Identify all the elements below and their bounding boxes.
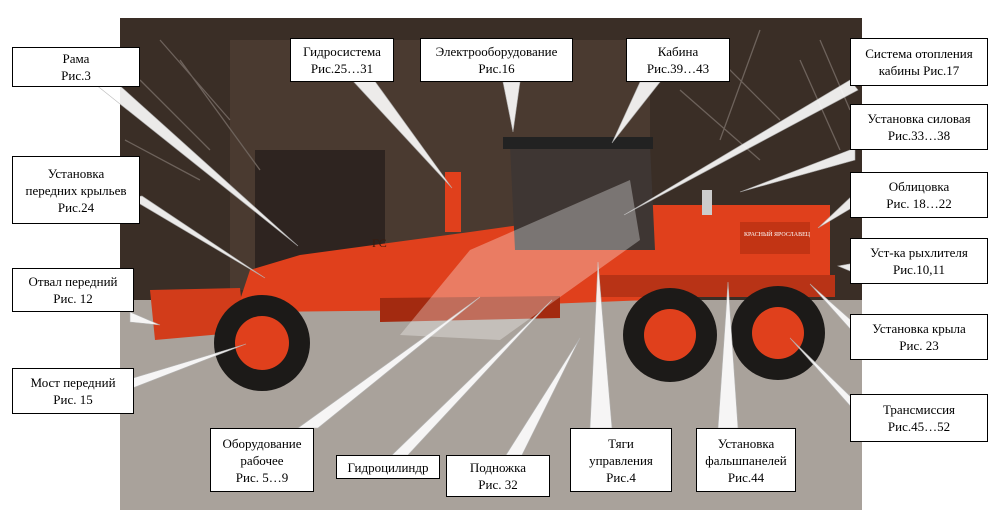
label-power-unit: Установка силовая Рис.33…38 — [850, 104, 988, 150]
label-hydraulic-system-line2: Рис.25…31 — [310, 61, 374, 76]
leader-cab — [611, 81, 661, 144]
label-control-rods-line2: управления — [589, 452, 653, 468]
label-footstep: Подножка Рис. 32 — [446, 455, 550, 497]
label-false-panels-line2: фальшпанелей — [705, 452, 787, 468]
label-cab: Кабина Рис.39…43 — [626, 38, 730, 82]
label-cab-heating: Система отопления кабины Рис.17 — [850, 38, 988, 86]
label-hydraulic-cylinder: Гидроцилиндр — [336, 455, 440, 479]
label-frame: Рама Рис.3 — [12, 47, 140, 87]
label-front-wings-line3: Рис.24 — [57, 199, 95, 215]
label-work-equipment-line2: рабочее — [240, 452, 284, 468]
label-front-axle-line1: Мост передний — [30, 375, 116, 390]
label-front-blade-line2: Рис. 12 — [53, 291, 93, 306]
label-transmission: Трансмиссия Рис.45…52 — [850, 394, 988, 442]
label-electrical-line2: Рис.16 — [478, 61, 515, 76]
label-cab-line1: Кабина — [657, 44, 699, 59]
frame-marking: ГС — [372, 236, 387, 250]
label-work-equipment-line3: Рис. 5…9 — [235, 469, 289, 485]
moldboard — [380, 296, 560, 322]
label-electrical-line1: Электрооборудование — [435, 44, 558, 59]
exhaust-pipe — [702, 190, 712, 215]
front-wheel-rim — [235, 316, 289, 370]
label-footstep-line2: Рис. 32 — [478, 477, 518, 492]
label-power-unit-line2: Рис.33…38 — [887, 128, 951, 143]
label-control-rods: Тяги управления Рис.4 — [570, 428, 672, 492]
leader-electrical — [502, 81, 521, 133]
cab-badge-plate — [740, 222, 810, 254]
label-work-equipment-line1: Оборудование — [222, 435, 302, 451]
label-false-panels-line3: Рис.44 — [727, 469, 765, 485]
leader-lines — [94, 79, 859, 456]
label-ripper: Уст-ка рыхлителя Рис.10,11 — [850, 238, 988, 284]
label-front-blade: Отвал передний Рис. 12 — [12, 268, 134, 312]
label-cladding-line1: Облицовка — [888, 179, 950, 194]
label-front-wings-line1: Установка — [47, 165, 105, 181]
label-front-blade-line1: Отвал передний — [28, 274, 118, 289]
label-frame-line2: Рис.3 — [61, 68, 91, 83]
label-cladding-line2: Рис. 18…22 — [886, 196, 952, 211]
rear-wheel-2-rim — [752, 307, 804, 359]
label-power-unit-line1: Установка силовая — [867, 111, 971, 126]
label-hydraulic-cylinder-line1: Гидроцилиндр — [347, 459, 429, 475]
leader-power-unit — [739, 147, 856, 193]
label-transmission-line2: Рис.45…52 — [887, 419, 951, 434]
label-control-rods-line1: Тяги — [608, 435, 634, 451]
label-front-wings-line2: передних крыльев — [25, 182, 127, 198]
highlight-beam — [400, 180, 640, 340]
label-work-equipment: Оборудование рабочее Рис. 5…9 — [210, 428, 314, 492]
grader-machine: КРАСНЫЙ ЯРОСЛАВЕЦ ГС — [150, 137, 835, 391]
label-front-axle: Мост передний Рис. 15 — [12, 368, 134, 414]
cab-roof — [503, 137, 653, 149]
label-false-panels-line1: Установка — [717, 435, 775, 451]
label-cab-heating-line1: Система отопления — [865, 46, 973, 61]
label-cladding: Облицовка Рис. 18…22 — [850, 172, 988, 218]
label-electrical: Электрооборудование Рис.16 — [420, 38, 573, 82]
label-ripper-line2: Рис.10,11 — [893, 262, 945, 277]
label-wing-line1: Установка крыла — [872, 321, 966, 336]
rear-wheel-1-rim — [644, 309, 696, 361]
cab-body — [510, 145, 655, 250]
label-footstep-line1: Подножка — [469, 460, 527, 475]
label-hydraulic-system: Гидросистема Рис.25…31 — [290, 38, 394, 82]
label-ripper-line1: Уст-ка рыхлителя — [870, 245, 968, 260]
label-false-panels: Установка фальшпанелей Рис.44 — [696, 428, 796, 492]
label-cab-line2: Рис.39…43 — [646, 61, 710, 76]
label-wing: Установка крыла Рис. 23 — [850, 314, 988, 360]
label-front-wings: Установка передних крыльев Рис.24 — [12, 156, 140, 224]
hydraulic-mast — [445, 172, 461, 232]
label-control-rods-line3: Рис.4 — [606, 469, 636, 485]
leader-front-blade — [129, 311, 161, 326]
cab-badge: КРАСНЫЙ ЯРОСЛАВЕЦ — [744, 230, 811, 238]
label-transmission-line1: Трансмиссия — [882, 402, 956, 417]
label-wing-line2: Рис. 23 — [899, 338, 939, 353]
label-hydraulic-system-line1: Гидросистема — [303, 44, 381, 59]
label-cab-heating-line2: кабины Рис.17 — [878, 63, 960, 78]
label-frame-line1: Рама — [62, 51, 90, 66]
label-front-axle-line2: Рис. 15 — [53, 392, 93, 407]
